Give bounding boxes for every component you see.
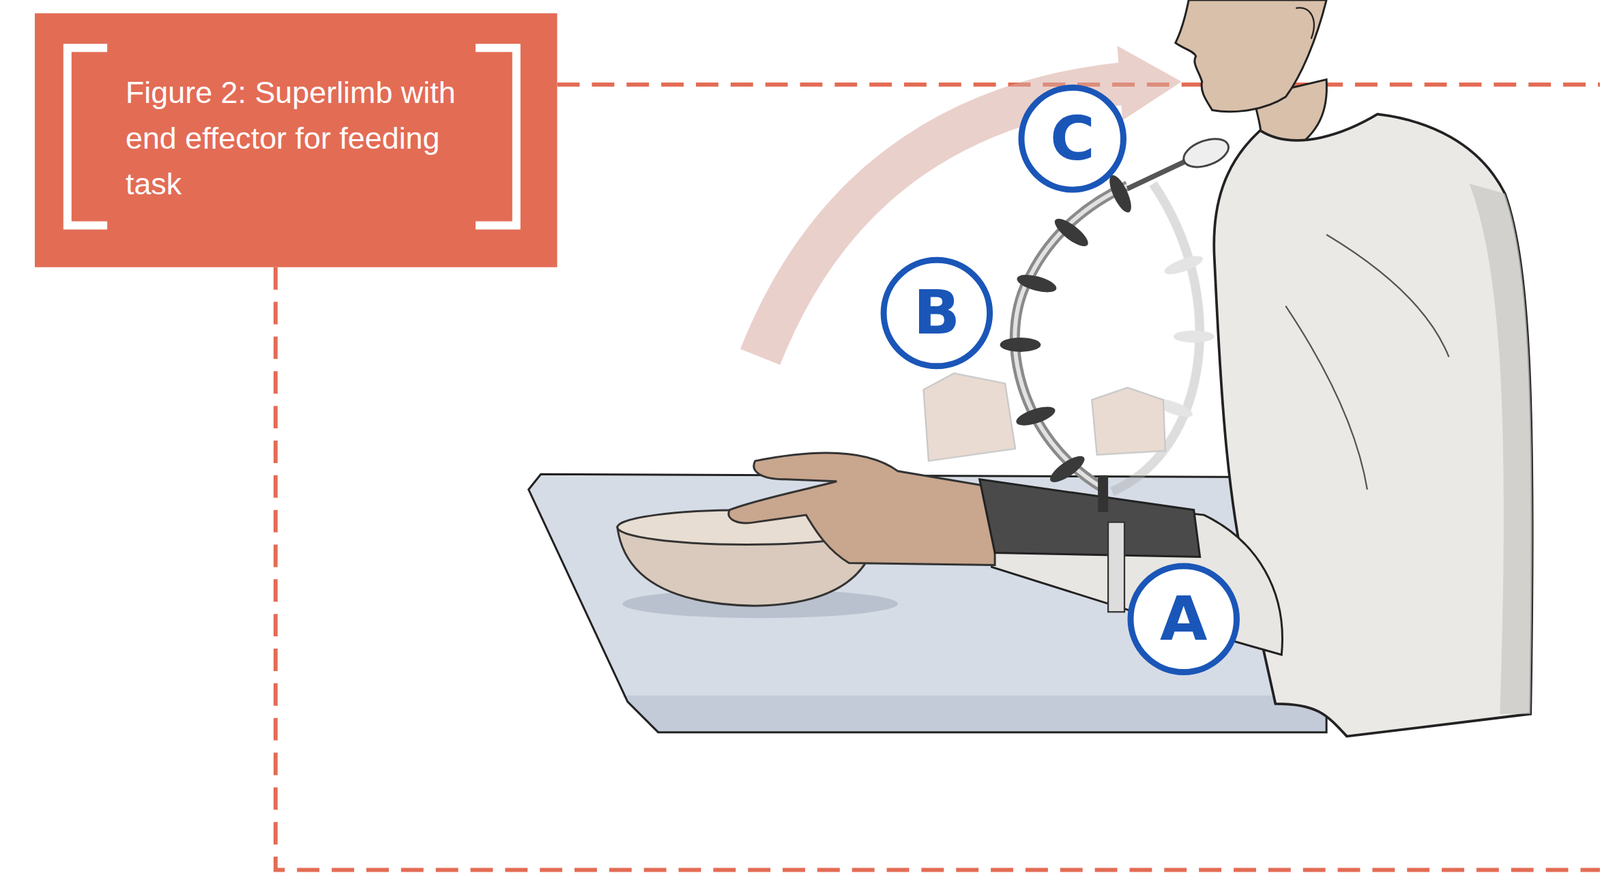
wrist-cuff (979, 479, 1201, 558)
title-block: Figure 2: Superlimb with end effector fo… (125, 69, 478, 208)
ghost-hand (923, 373, 1016, 462)
callout-circle (1130, 566, 1238, 673)
person (728, 0, 1533, 737)
callout-circle (1021, 88, 1124, 191)
limb-mount (1097, 475, 1109, 513)
arrow-head (1117, 45, 1182, 121)
ghost-disc (1173, 330, 1215, 343)
cuff-strap (1108, 522, 1125, 613)
callout-circle (883, 259, 991, 367)
head (1175, 0, 1327, 112)
callout: B (883, 259, 991, 367)
frame (34, 12, 1600, 870)
limb-highlight (1014, 185, 1128, 488)
bracket (67, 47, 108, 226)
limb-disc (1050, 214, 1092, 251)
callout: C (1021, 88, 1124, 191)
shirt-fold (1285, 234, 1449, 490)
callout-letter: C (1050, 108, 1096, 170)
callout-letter: A (1159, 588, 1207, 651)
hand (728, 453, 995, 566)
bracket (475, 47, 517, 226)
table-edge (622, 695, 1327, 733)
figure-title: Figure 2: Superlimb with end effector fo… (125, 69, 478, 208)
limb-tube (1014, 185, 1128, 488)
spoon-bowl (1179, 133, 1233, 173)
superlimb (1000, 133, 1233, 513)
limb-disc (1046, 451, 1089, 487)
limb-disc (1013, 403, 1057, 430)
title-panel (34, 12, 558, 267)
shirt-shade (1468, 183, 1532, 715)
spoon-handle (1127, 161, 1186, 189)
limb-disc (1015, 271, 1059, 297)
callouts (883, 88, 1237, 673)
callout-letter: B (913, 282, 960, 344)
ghost-hand (1091, 387, 1166, 456)
ghost-disc (1162, 252, 1205, 278)
limb-disc (1105, 172, 1136, 216)
callout: A (1130, 566, 1238, 673)
limb-disc (1000, 337, 1042, 353)
ear (1295, 7, 1315, 39)
